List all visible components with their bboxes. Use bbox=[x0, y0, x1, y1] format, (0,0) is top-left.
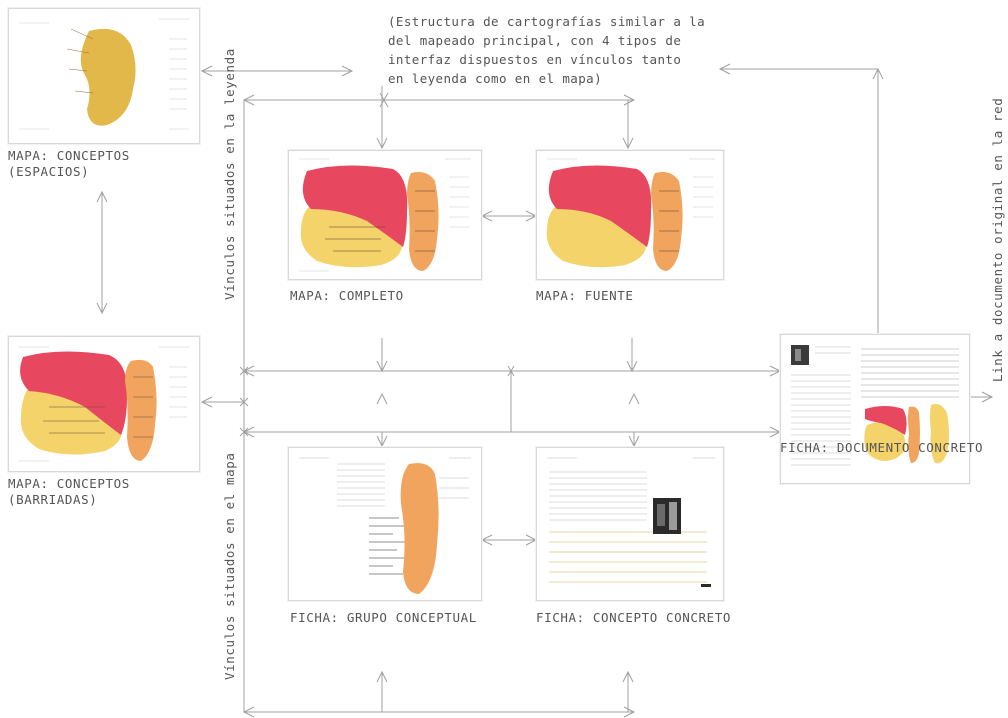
label-mapa-fuente: MAPA: FUENTE bbox=[536, 288, 634, 303]
label-line: (ESPACIOS) bbox=[8, 164, 90, 179]
thumbnail-mapa-barriadas[interactable] bbox=[8, 336, 200, 472]
thumbnail-ficha-concepto[interactable] bbox=[536, 447, 724, 601]
label-line: MAPA: CONCEPTOS bbox=[8, 148, 130, 163]
note-line: del mapeado principal, con 4 tipos de bbox=[388, 33, 682, 48]
note-line: (Estructura de cartografías similar a la bbox=[388, 14, 706, 29]
thumbnail-ficha-documento[interactable] bbox=[780, 334, 970, 484]
structure-note: (Estructura de cartografías similar a la… bbox=[388, 12, 705, 88]
thumbnail-mapa-espacios[interactable] bbox=[8, 8, 200, 144]
label-line: MAPA: CONCEPTOS bbox=[8, 476, 130, 491]
label-ficha-concepto: FICHA: CONCEPTO CONCRETO bbox=[536, 610, 732, 625]
label-mapa-barriadas: MAPA: CONCEPTOS (BARRIADAS) bbox=[8, 476, 130, 508]
label-ficha-documento: FICHA: DOCUMENTO CONCRETO bbox=[780, 440, 984, 455]
label-link-red: Link a documento original en la red bbox=[990, 97, 1005, 382]
label-line: (BARRIADAS) bbox=[8, 492, 98, 507]
thumbnail-mapa-fuente[interactable] bbox=[536, 150, 724, 280]
thumbnail-ficha-grupo[interactable] bbox=[288, 447, 482, 601]
label-vinculos-leyenda: Vínculos situados en la leyenda bbox=[222, 48, 237, 300]
thumbnail-mapa-completo[interactable] bbox=[288, 150, 482, 280]
label-vinculos-mapa: Vínculos situados en el mapa bbox=[222, 452, 237, 680]
label-ficha-grupo: FICHA: GRUPO CONCEPTUAL bbox=[290, 610, 477, 625]
label-mapa-espacios: MAPA: CONCEPTOS (ESPACIOS) bbox=[8, 148, 130, 180]
label-mapa-completo: MAPA: COMPLETO bbox=[290, 288, 404, 303]
note-line: interfaz dispuestos en vínculos tanto bbox=[388, 52, 682, 67]
note-line: en leyenda como en el mapa) bbox=[388, 71, 602, 86]
